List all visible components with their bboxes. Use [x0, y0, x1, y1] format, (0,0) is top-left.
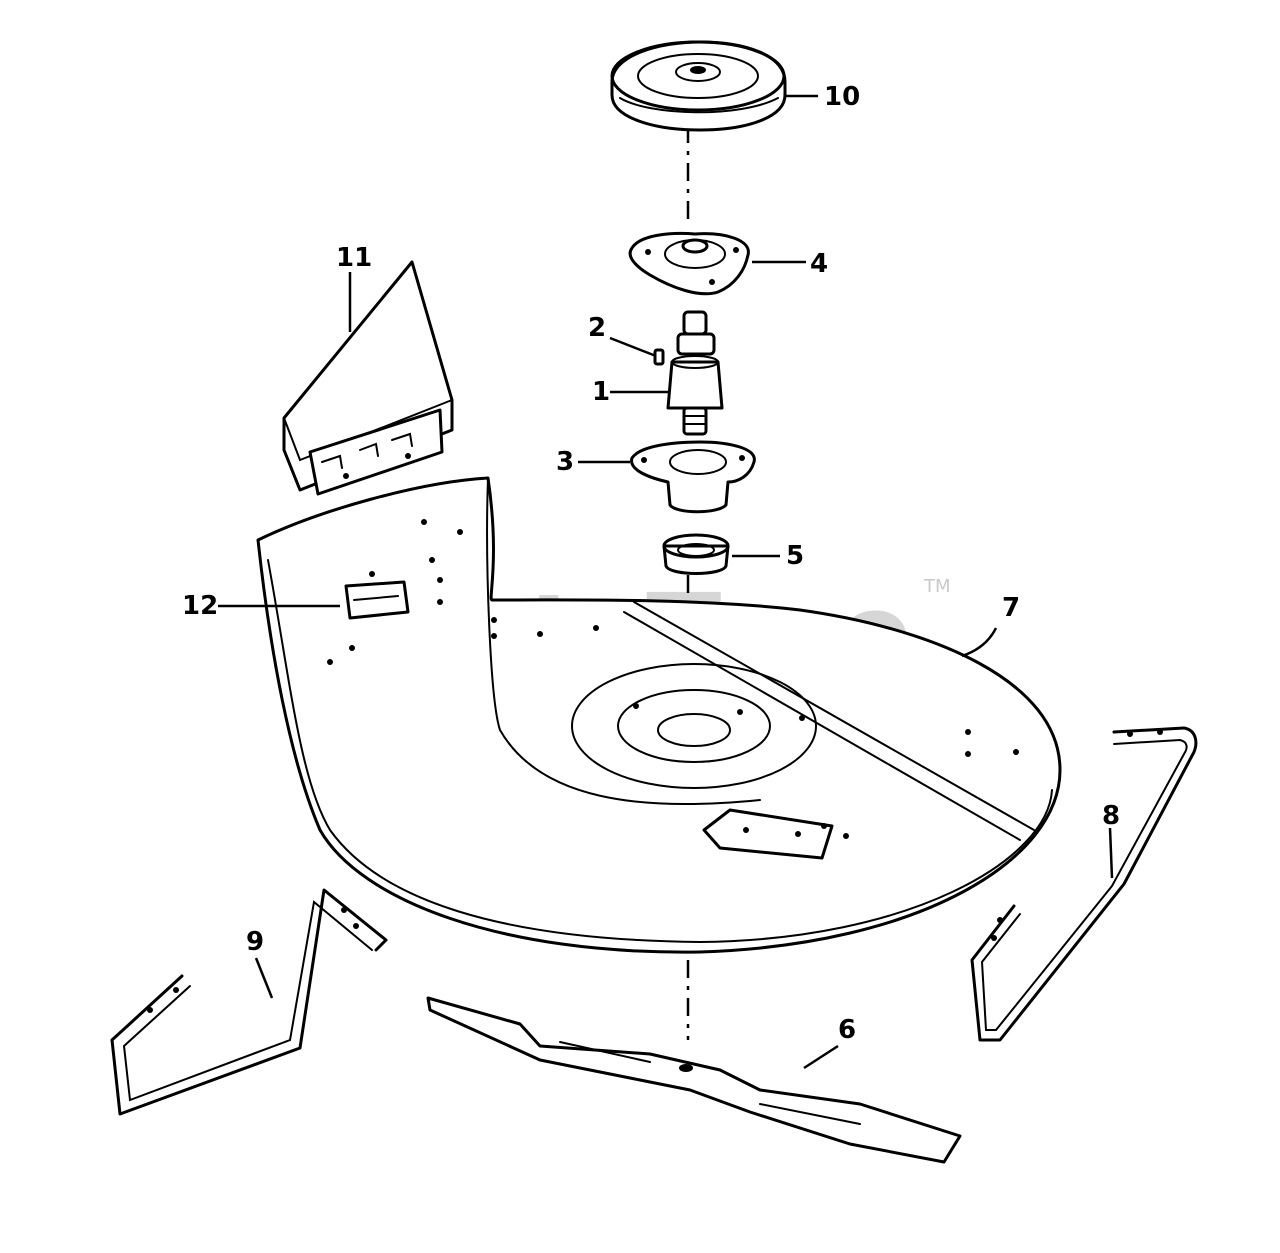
part-7-mower-deck[interactable]: [256, 476, 1062, 954]
callout-9: 9: [246, 927, 264, 957]
part-9-bracket[interactable]: [110, 888, 388, 1116]
callout-10: 10: [824, 82, 860, 112]
part-6-blade[interactable]: [426, 996, 962, 1164]
part-10-pulley[interactable]: [610, 40, 787, 132]
callout-6: 6: [838, 1015, 856, 1045]
callout-11: 11: [336, 243, 372, 273]
callout-1: 1: [592, 377, 610, 407]
callout-2: 2: [588, 313, 606, 343]
part-5-bushing[interactable]: [662, 533, 730, 575]
part-12-plate[interactable]: [344, 571, 410, 620]
callout-3: 3: [556, 447, 574, 477]
callout-7: 7: [1002, 593, 1020, 623]
callout-12: 12: [182, 591, 218, 621]
part-2-fitting[interactable]: [653, 348, 665, 366]
callout-8: 8: [1102, 801, 1120, 831]
part-1-spindle[interactable]: [666, 310, 724, 436]
watermark-trademark: TM: [923, 576, 951, 597]
part-4-bearing-plate[interactable]: [628, 231, 750, 296]
part-3-bearing-housing[interactable]: [630, 440, 756, 514]
callout-5: 5: [786, 541, 804, 571]
callout-4: 4: [810, 249, 828, 279]
leader-lines: [218, 94, 1114, 1070]
part-11-deflector[interactable]: [282, 260, 454, 496]
callout-labels: 10 4 2 1 3 5 7 12 11 8 9 6: [182, 82, 1120, 1045]
part-8-bracket[interactable]: [970, 726, 1198, 1042]
